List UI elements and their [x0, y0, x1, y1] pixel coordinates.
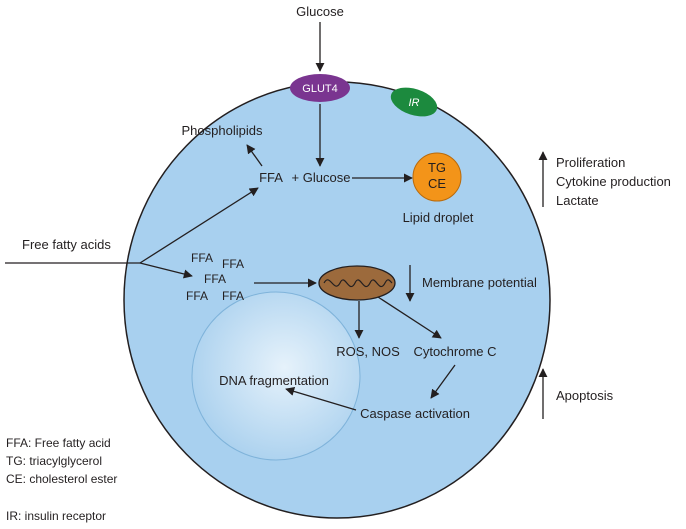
dna-fragmentation-label: DNA fragmentation: [219, 373, 329, 388]
effect-lactate: Lactate: [556, 193, 599, 208]
ir-label: IR: [409, 97, 420, 109]
caspase-activation-label: Caspase activation: [360, 406, 470, 421]
insulin-receptor: [390, 87, 438, 117]
glut4-transporter: [290, 74, 350, 102]
ffa-cluster-4: FFA: [186, 289, 208, 303]
ffa-cluster-2: FFA: [222, 257, 244, 271]
cytochrome-c-label: Cytochrome C: [413, 344, 496, 359]
ffa-glucose-plus: + Glucose: [292, 170, 351, 185]
ffa-glucose-ffa: FFA: [259, 170, 283, 185]
legend-ffa: FFA: Free fatty acid: [6, 436, 111, 450]
ros-nos-label: ROS, NOS: [336, 344, 400, 359]
arrow-ffa-to-phospholipids: [246, 144, 263, 167]
effect-proliferation: Proliferation: [556, 155, 625, 170]
effect-cytokine: Cytokine production: [556, 174, 671, 189]
arrow-ffa-to-glucose: [139, 187, 259, 264]
ffa-cluster-5: FFA: [222, 289, 244, 303]
nucleus: [191, 291, 361, 461]
legend-ce: CE: cholesterol ester: [6, 472, 117, 486]
lipid-droplet: [412, 152, 462, 202]
lipid-droplet-label: Lipid droplet: [403, 210, 474, 225]
tg-label: TG: [428, 160, 446, 175]
membrane-potential-label: Membrane potential: [422, 275, 537, 290]
arrow-ffa-to-cluster: [139, 262, 193, 279]
apoptosis-label: Apoptosis: [556, 388, 614, 403]
ffa-cluster-3: FFA: [204, 272, 226, 286]
legend-tg: TG: triacylglycerol: [6, 454, 102, 468]
phospholipids-label: Phospholipids: [182, 123, 263, 138]
glut4-label: GLUT4: [302, 83, 337, 95]
legend: FFA: Free fatty acid TG: triacylglycerol…: [6, 436, 117, 523]
ffa-cluster-1: FFA: [191, 251, 213, 265]
arrow-to-dna-fragmentation: [285, 386, 357, 411]
legend-ir: IR: insulin receptor: [6, 509, 106, 523]
free-fatty-acids-label: Free fatty acids: [22, 237, 111, 252]
arrow-to-cytochrome-c: [377, 296, 442, 339]
glucose-top-label: Glucose: [296, 4, 344, 19]
ce-label: CE: [428, 176, 446, 191]
mitochondrion-icon: [318, 265, 396, 301]
arrow-to-caspase: [430, 364, 456, 399]
